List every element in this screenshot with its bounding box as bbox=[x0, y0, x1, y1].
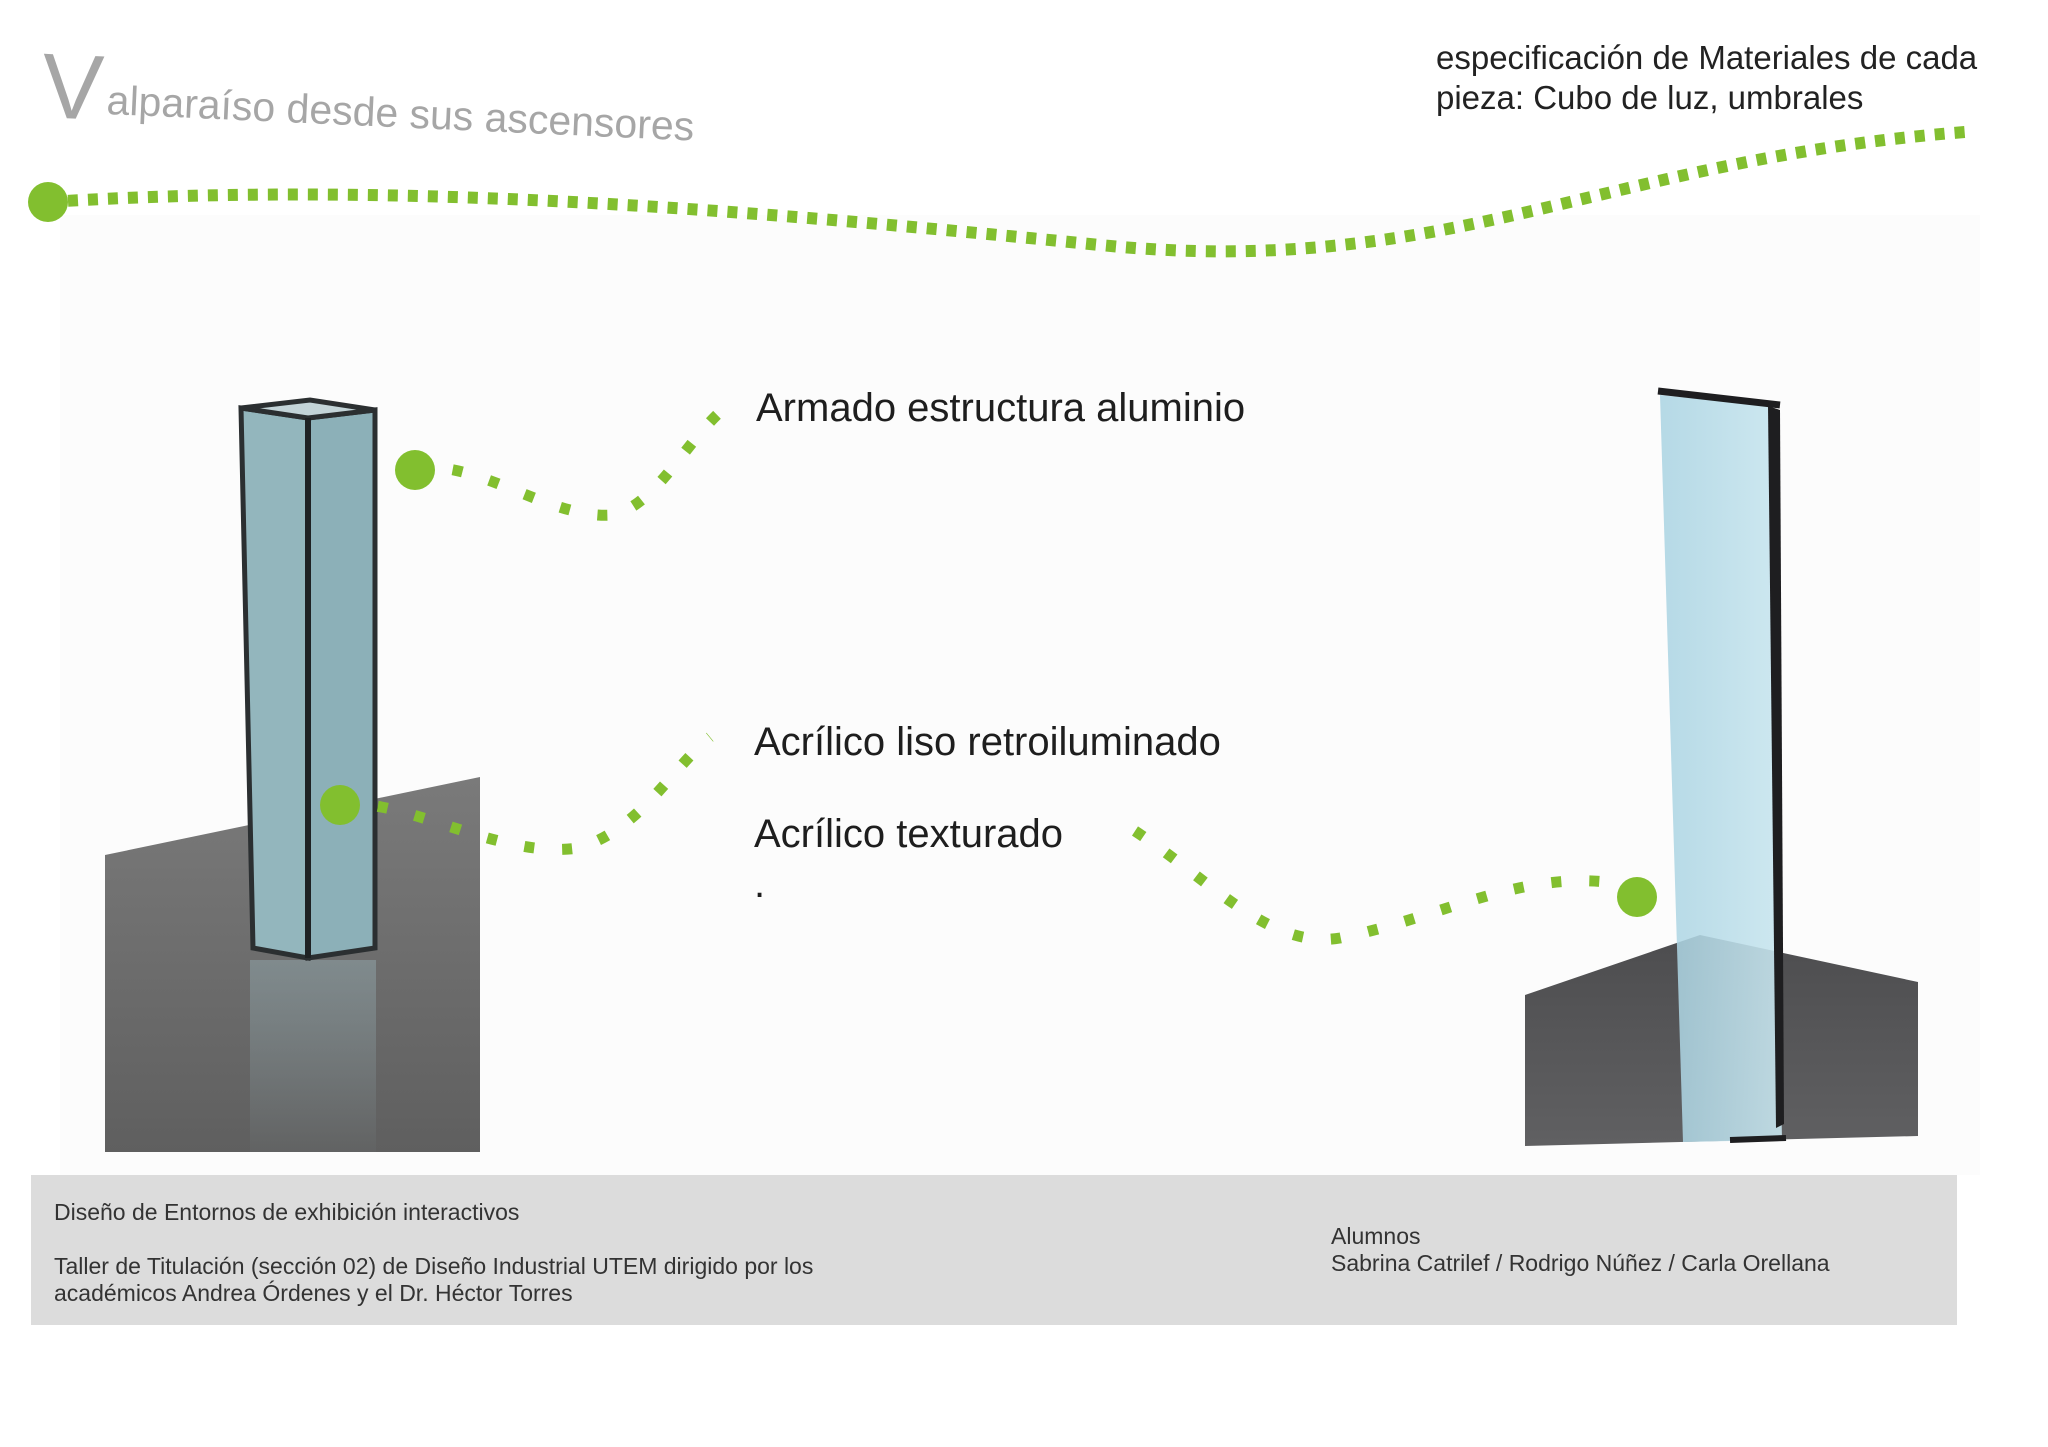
footer-bar: Diseño de Entornos de exhibición interac… bbox=[31, 1175, 1957, 1325]
panel-top-frame bbox=[1657, 387, 1781, 409]
students-label: Alumnos bbox=[1331, 1223, 1421, 1249]
course-name: Diseño de Entornos de exhibición interac… bbox=[54, 1199, 520, 1225]
footer-course-info: Diseño de Entornos de exhibición interac… bbox=[54, 1199, 954, 1307]
column-top-face bbox=[240, 397, 376, 421]
spec-title: especificación de Materiales de cada pie… bbox=[1436, 39, 1978, 116]
column-reflection bbox=[250, 960, 376, 1152]
students-names: Sabrina Catrilef / Rodrigo Núñez / Carla… bbox=[1331, 1250, 1830, 1276]
acrylic-smooth-callout-line bbox=[339, 732, 714, 855]
panel-base bbox=[1729, 1135, 1787, 1143]
trailing-period: . bbox=[754, 862, 766, 906]
panel-frame-edge bbox=[1768, 406, 1784, 1128]
column-right-face bbox=[305, 407, 378, 961]
acrylic-textured-callout-dot bbox=[1617, 877, 1657, 917]
acrylic-textured-label: Acrílico texturado bbox=[754, 812, 1064, 856]
acrylic-panel bbox=[1660, 395, 1782, 1142]
header-dotted-wave bbox=[47, 126, 1966, 258]
threshold-panel-render bbox=[1525, 387, 1918, 1146]
aluminum-label: Armado estructura aluminio bbox=[756, 386, 1246, 430]
acrylic-smooth-label: Acrílico liso retroiluminado bbox=[754, 720, 1221, 764]
light-column-render bbox=[105, 397, 480, 1152]
footer-students: Alumnos Sabrina Catrilef / Rodrigo Núñez… bbox=[1331, 1223, 1931, 1277]
aluminum-callout-dot bbox=[395, 450, 435, 490]
workshop-line-1: Taller de Titulación (sección 02) de Dis… bbox=[54, 1253, 814, 1279]
acrylic-smooth-callout-dot bbox=[320, 785, 360, 825]
workshop-line-2: académicos Andrea Órdenes y el Dr. Hécto… bbox=[54, 1280, 573, 1306]
header-wave-dot bbox=[28, 182, 68, 222]
column-left-face bbox=[238, 405, 311, 961]
acrylic-textured-callout-line bbox=[1131, 826, 1616, 945]
aluminum-callout-line bbox=[413, 395, 739, 521]
